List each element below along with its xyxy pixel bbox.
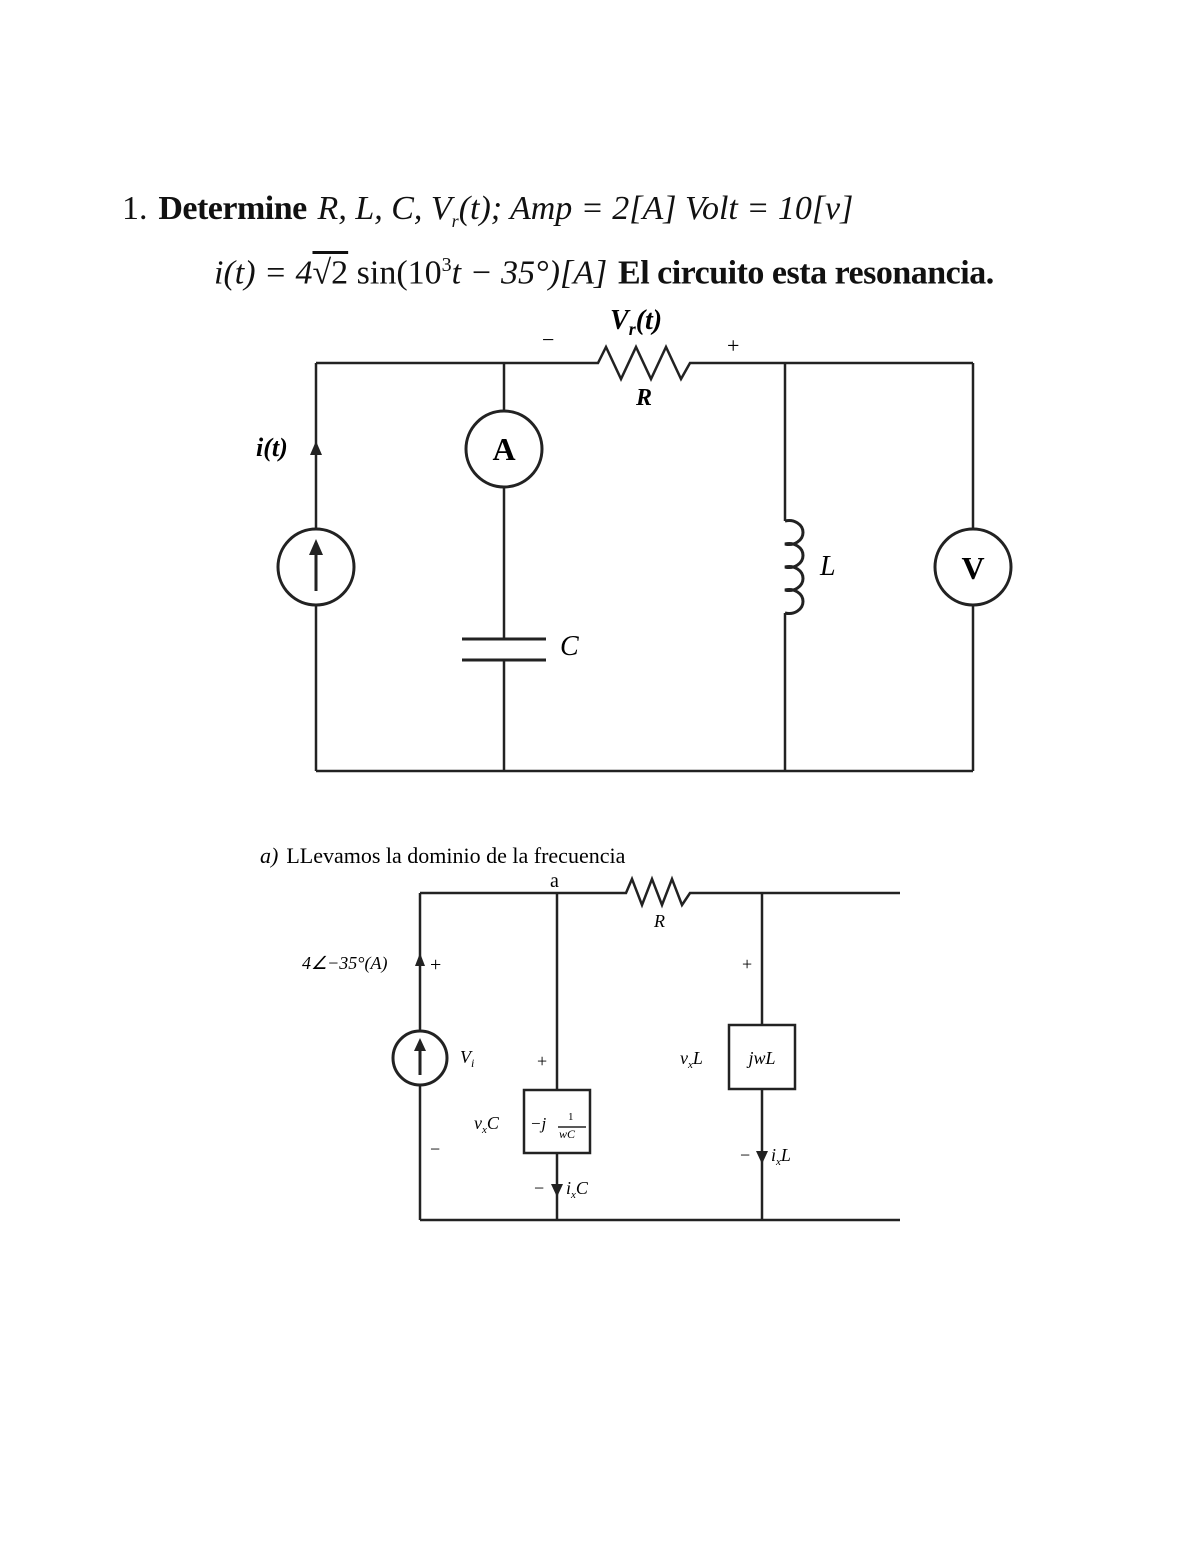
source-minus: − xyxy=(430,1139,440,1159)
capacitor-impedance-denominator: wC xyxy=(559,1127,576,1141)
resistor-label-2: R xyxy=(653,911,665,931)
inductor-symbol xyxy=(784,519,805,615)
current-mid: sin(10 xyxy=(348,254,442,292)
current-sqrt: √2 xyxy=(312,254,349,292)
current-exp: 3 xyxy=(441,253,452,276)
problem-verb: Determine xyxy=(158,190,307,227)
source-arrow-icon xyxy=(309,539,323,555)
ammeter-label: A xyxy=(492,431,515,467)
frequency-domain-circuit: a)LLevamos la dominio de la frecuencia a… xyxy=(260,843,900,1222)
problem-statement: 1. Determine R, L, C, Vr(t); Amp = 2[A] … xyxy=(122,186,1142,295)
inductor-impedance-box xyxy=(727,1023,797,1091)
circuit1-wires xyxy=(314,361,975,773)
voltmeter-symbol xyxy=(933,527,1013,607)
problem-unknowns-tail: (t); Amp = 2[A] Volt = 10[v] xyxy=(458,190,854,227)
capacitor-impedance-box xyxy=(522,1088,592,1155)
inductor-current-arrow-icon xyxy=(756,1151,768,1164)
resistor-label: R xyxy=(635,385,652,411)
capacitor-plus: + xyxy=(537,1051,547,1071)
source-voltage-label: Vi xyxy=(460,1047,474,1070)
node-a-label: a xyxy=(550,870,559,892)
time-domain-circuit: Vr(t) − + R i(t) A C L V xyxy=(256,305,1013,773)
problem-unknowns: R, L, C, V xyxy=(317,190,452,227)
resonance-statement: El circuito esta resonancia. xyxy=(618,254,994,292)
source-current-label: i(t) xyxy=(256,433,288,462)
problem-line-2: i(t) = 4√2 sin(103t − 35°)[A] El circuit… xyxy=(214,243,1142,295)
current-tail: t − 35°)[A] xyxy=(451,254,608,292)
resistor-plus: + xyxy=(727,333,739,358)
capacitor-minus: − xyxy=(534,1178,544,1198)
inductor-label: L xyxy=(819,551,836,582)
current-direction-icon xyxy=(310,441,322,455)
inductor-voltage-label: vxL xyxy=(680,1048,703,1071)
current-lhs: i(t) = 4 xyxy=(214,254,313,292)
source-arrow-icon-2 xyxy=(414,1038,426,1051)
capacitor-label: C xyxy=(560,631,579,662)
problem-line-1: 1. Determine R, L, C, Vr(t); Amp = 2[A] … xyxy=(122,186,1142,243)
current-direction-icon-2 xyxy=(415,953,425,966)
capacitor-impedance: −j xyxy=(530,1114,546,1133)
inductor-plus: + xyxy=(742,954,752,974)
problem-number: 1. xyxy=(122,190,148,227)
capacitor-current-arrow-icon xyxy=(551,1184,563,1197)
circuit2-wires xyxy=(418,891,900,1222)
ammeter-symbol xyxy=(464,409,544,489)
capacitor-impedance-numerator: 1 xyxy=(568,1111,574,1123)
section-heading: a)LLevamos la dominio de la frecuencia xyxy=(260,843,626,868)
inductor-impedance: jwL xyxy=(746,1048,775,1068)
vr-label: Vr(t) xyxy=(610,305,662,339)
resistor-symbol xyxy=(588,344,702,382)
source-phasor-label: 4∠−35°(A) xyxy=(302,953,387,974)
resistor-minus: − xyxy=(542,327,554,352)
problem-unknowns-sub: r xyxy=(451,210,459,231)
inductor-current-label: ixL xyxy=(771,1145,791,1168)
inductor-minus: − xyxy=(740,1145,750,1165)
source-plus: + xyxy=(430,954,441,976)
capacitor-voltage-label: vxC xyxy=(474,1113,500,1136)
resistor-symbol-2 xyxy=(620,875,698,909)
voltmeter-label: V xyxy=(961,550,984,586)
capacitor-current-label: ixC xyxy=(566,1178,589,1201)
